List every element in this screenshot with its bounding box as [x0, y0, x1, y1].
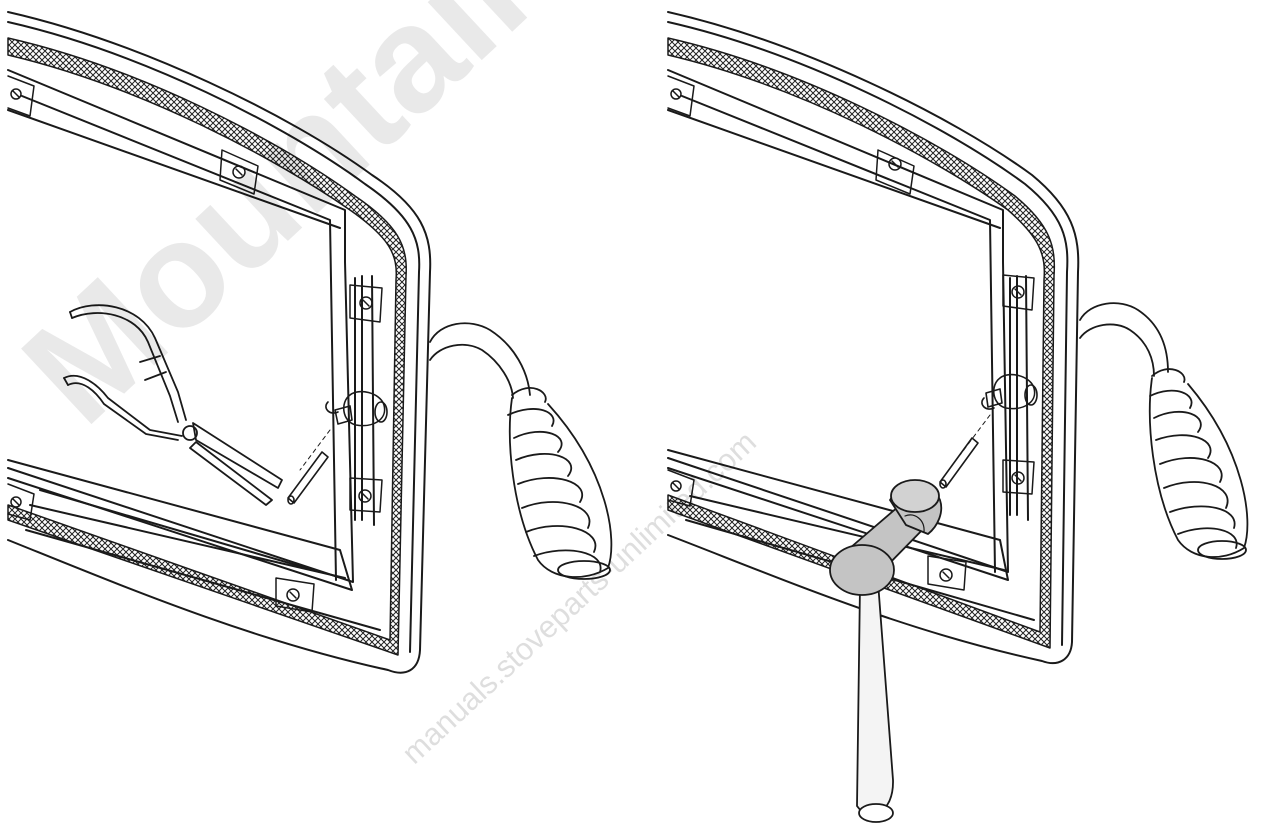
hinge-pin-2 [939, 437, 979, 489]
left-panel [7, 11, 613, 674]
clip-screw-1 [7, 75, 35, 117]
hinge-pin [287, 451, 329, 505]
clip-screw-6 [275, 577, 315, 613]
clip-screw-8 [875, 149, 915, 195]
hammer-icon [829, 479, 943, 823]
clip-screw-5 [7, 483, 35, 521]
left-spring-handle [429, 322, 613, 580]
clip-screw-4 [349, 477, 383, 513]
clip-screw-3 [349, 284, 383, 323]
right-panel [667, 11, 1249, 823]
door-latch-hinge-2 [959, 373, 1038, 456]
clip-screw-9 [1002, 274, 1035, 311]
left-door-frame [7, 11, 432, 674]
pliers-icon [63, 304, 283, 506]
clip-screw-10 [1002, 459, 1035, 495]
right-spring-handle [1079, 302, 1249, 560]
clip-screw-11 [667, 469, 695, 507]
right-door-frame [667, 11, 1080, 665]
clip-screw-2 [219, 149, 259, 195]
clip-screw-7 [667, 75, 695, 117]
door-latch-hinge [299, 390, 388, 471]
clip-screw-12 [927, 555, 967, 591]
